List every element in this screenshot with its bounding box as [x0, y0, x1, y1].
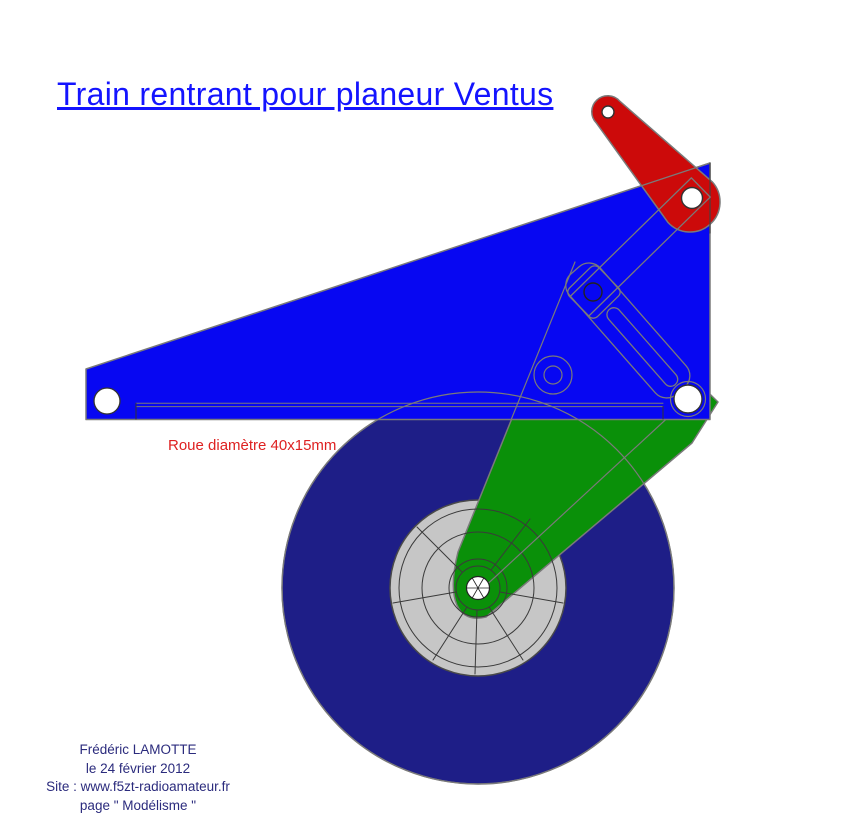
fork-edge-line — [480, 398, 689, 591]
fork-hidden-edge — [510, 261, 576, 421]
footer-author: Frédéric LAMOTTE — [79, 742, 197, 757]
hub-details — [392, 508, 564, 675]
hub-spoke — [490, 518, 531, 571]
page-title: Train rentrant pour planeur Ventus — [57, 76, 554, 112]
wheel-dimension-label: Roue diamètre 40x15mm — [168, 437, 337, 454]
boss-ring-outer — [533, 355, 573, 395]
wheel-axle — [465, 575, 491, 601]
mount-hole-left — [93, 387, 121, 415]
hub-spoke — [499, 591, 564, 604]
crank-top-hole — [601, 105, 615, 119]
hub-spoke — [432, 606, 468, 661]
bracket-base-seams — [135, 402, 664, 420]
footer-date: le 24 février 2012 — [85, 760, 191, 776]
hidden-edges — [281, 162, 711, 785]
hub-spoke — [392, 591, 457, 604]
bracket-edge-over-crank — [635, 162, 711, 189]
bracket-shape — [85, 162, 711, 421]
hub-spoke — [474, 609, 478, 675]
footer-site: Site : www.f5zt-radioamateur.fr — [46, 779, 230, 794]
crank-pivot-hole — [680, 186, 704, 210]
arm-slot — [606, 307, 679, 387]
fork-pivot-hole — [673, 384, 703, 414]
tire-hidden-outline — [281, 391, 675, 785]
boss-ring-inner — [543, 365, 563, 385]
arm-joint-hole — [583, 282, 603, 302]
hub-spoke — [416, 526, 463, 573]
footer-page: page " Modélisme " — [79, 797, 197, 813]
hub-spoke — [488, 606, 524, 661]
footer: Frédéric LAMOTTE le 24 février 2012 Site… — [28, 741, 248, 815]
fork-pivot-boss — [669, 380, 707, 418]
